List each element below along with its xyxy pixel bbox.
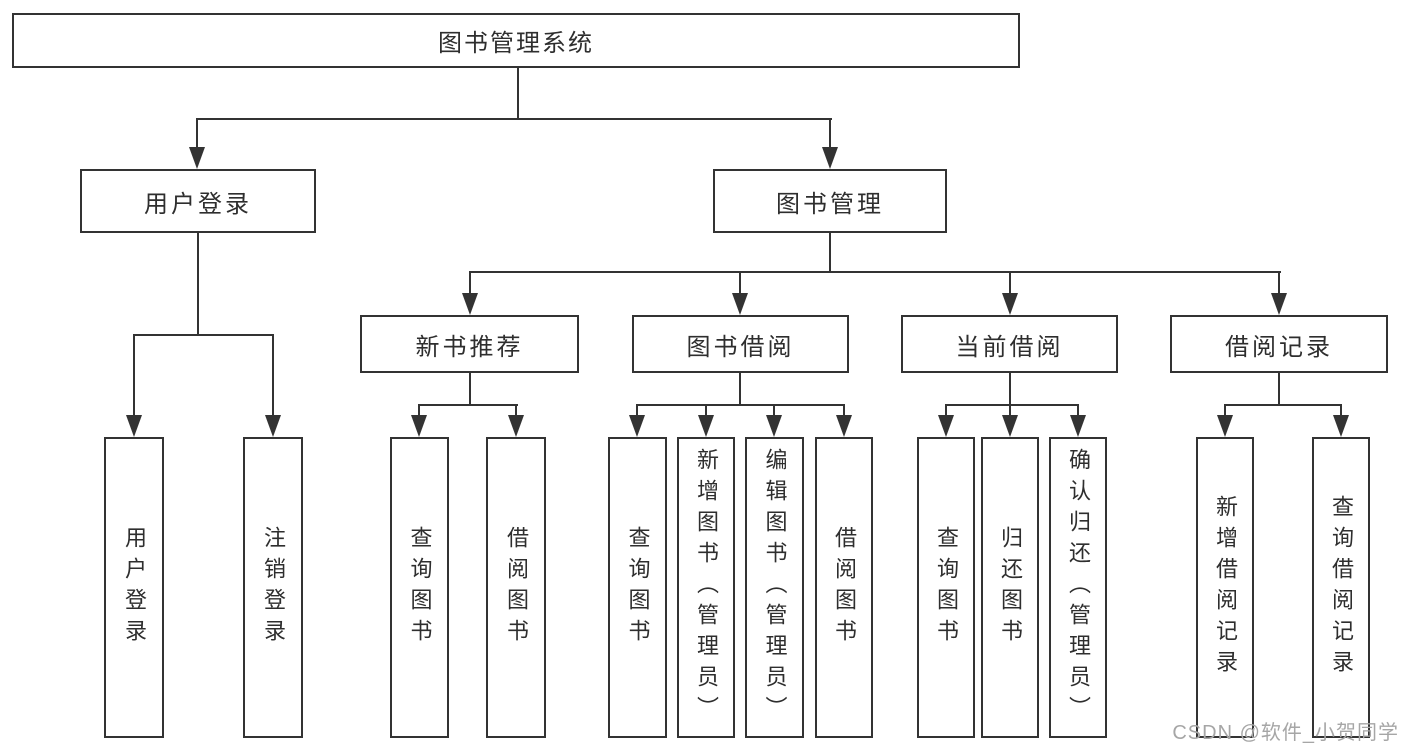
- connector-vertical: [469, 373, 471, 406]
- leaf-confirm-return-admin-label: 确认归还（管理员）: [1066, 448, 1091, 727]
- arrowhead-down-icon: [126, 415, 142, 437]
- connector-vertical: [469, 271, 471, 294]
- node-user-login-label: 用户登录: [144, 190, 252, 218]
- node-library-system: 图书管理系统: [12, 13, 1020, 68]
- connector-vertical: [197, 233, 199, 336]
- leaf-query-books-recommend-label: 查询图书: [407, 525, 433, 650]
- leaf-borrow-books-recommend: 借阅图书: [486, 437, 546, 738]
- connector-vertical: [705, 404, 707, 416]
- node-book-borrowing-label: 图书借阅: [686, 333, 795, 361]
- arrowhead-down-icon: [1333, 415, 1349, 437]
- connector-horizontal: [1224, 404, 1342, 406]
- leaf-query-books-borrowing: 查询图书: [608, 437, 667, 738]
- leaf-user-login: 用户登录: [104, 437, 164, 738]
- leaf-user-login-label: 用户登录: [122, 525, 147, 650]
- arrowhead-down-icon: [1002, 415, 1018, 437]
- arrowhead-down-icon: [462, 293, 478, 315]
- connector-vertical: [515, 404, 517, 416]
- connector-vertical: [829, 118, 831, 148]
- connector-horizontal: [636, 404, 845, 406]
- arrowhead-down-icon: [732, 293, 748, 315]
- leaf-return-books-label: 归还图书: [998, 525, 1023, 650]
- connector-vertical: [517, 68, 519, 119]
- leaf-borrow-books-borrowing-label: 借阅图书: [832, 525, 857, 650]
- arrowhead-down-icon: [1002, 293, 1018, 315]
- connector-vertical: [1009, 373, 1011, 406]
- node-current-borrowing-label: 当前借阅: [955, 333, 1064, 361]
- arrowhead-down-icon: [411, 415, 427, 437]
- arrowhead-down-icon: [189, 147, 205, 169]
- connector-horizontal: [469, 271, 1281, 273]
- connector-vertical: [739, 271, 741, 294]
- arrowhead-down-icon: [1271, 293, 1287, 315]
- node-new-book-recommend-label: 新书推荐: [415, 333, 524, 361]
- arrowhead-down-icon: [938, 415, 954, 437]
- leaf-edit-books-admin: 编辑图书（管理员）: [745, 437, 804, 738]
- leaf-borrow-books-borrowing: 借阅图书: [815, 437, 873, 738]
- leaf-logout-label: 注销登录: [261, 525, 286, 650]
- arrowhead-down-icon: [766, 415, 782, 437]
- arrowhead-down-icon: [698, 415, 714, 437]
- arrowhead-down-icon: [508, 415, 524, 437]
- connector-horizontal: [418, 404, 518, 406]
- leaf-logout: 注销登录: [243, 437, 303, 738]
- connector-vertical: [418, 404, 420, 416]
- node-book-management: 图书管理: [713, 169, 947, 233]
- node-book-management-label: 图书管理: [776, 190, 884, 218]
- leaf-add-books-admin-label: 新增图书（管理员）: [694, 448, 719, 727]
- node-user-login: 用户登录: [80, 169, 316, 233]
- leaf-borrow-books-recommend-label: 借阅图书: [504, 525, 529, 650]
- leaf-query-books-recommend: 查询图书: [390, 437, 449, 738]
- connector-horizontal: [133, 334, 274, 336]
- leaf-confirm-return-admin: 确认归还（管理员）: [1049, 437, 1107, 738]
- node-library-system-label: 图书管理系统: [438, 30, 594, 57]
- connector-vertical: [843, 404, 845, 416]
- arrowhead-down-icon: [629, 415, 645, 437]
- leaf-return-books: 归还图书: [981, 437, 1039, 738]
- leaf-edit-books-admin-label: 编辑图书（管理员）: [762, 448, 788, 727]
- arrowhead-down-icon: [822, 147, 838, 169]
- arrowhead-down-icon: [265, 415, 281, 437]
- leaf-add-borrow-record: 新增借阅记录: [1196, 437, 1254, 738]
- connector-vertical: [1009, 404, 1011, 416]
- connector-vertical: [196, 118, 198, 148]
- connector-horizontal: [196, 118, 832, 120]
- connector-vertical: [773, 404, 775, 416]
- watermark: CSDN @软件_小贺同学: [1172, 722, 1399, 744]
- leaf-query-books-borrowing-label: 查询图书: [625, 525, 651, 650]
- arrowhead-down-icon: [1070, 415, 1086, 437]
- arrowhead-down-icon: [836, 415, 852, 437]
- connector-vertical: [133, 334, 135, 416]
- leaf-query-borrow-record-label: 查询借阅记录: [1329, 494, 1354, 681]
- connector-vertical: [1340, 404, 1342, 416]
- arrowhead-down-icon: [1217, 415, 1233, 437]
- leaf-add-books-admin: 新增图书（管理员）: [677, 437, 735, 738]
- connector-vertical: [1278, 271, 1280, 294]
- node-new-book-recommend: 新书推荐: [360, 315, 579, 373]
- connector-vertical: [1278, 373, 1280, 406]
- connector-vertical: [739, 373, 741, 406]
- node-borrowing-records: 借阅记录: [1170, 315, 1388, 373]
- connector-vertical: [945, 404, 947, 416]
- connector-vertical: [272, 334, 274, 416]
- leaf-query-books-current: 查询图书: [917, 437, 975, 738]
- connector-horizontal: [945, 404, 1079, 406]
- leaf-add-borrow-record-label: 新增借阅记录: [1213, 494, 1238, 681]
- connector-vertical: [636, 404, 638, 416]
- connector-vertical: [829, 233, 831, 273]
- node-borrowing-records-label: 借阅记录: [1225, 333, 1333, 361]
- leaf-query-books-current-label: 查询图书: [934, 525, 959, 650]
- leaf-query-borrow-record: 查询借阅记录: [1312, 437, 1370, 738]
- connector-vertical: [1009, 271, 1011, 294]
- connector-vertical: [1224, 404, 1226, 416]
- node-current-borrowing: 当前借阅: [901, 315, 1118, 373]
- connector-vertical: [1077, 404, 1079, 416]
- node-book-borrowing: 图书借阅: [632, 315, 849, 373]
